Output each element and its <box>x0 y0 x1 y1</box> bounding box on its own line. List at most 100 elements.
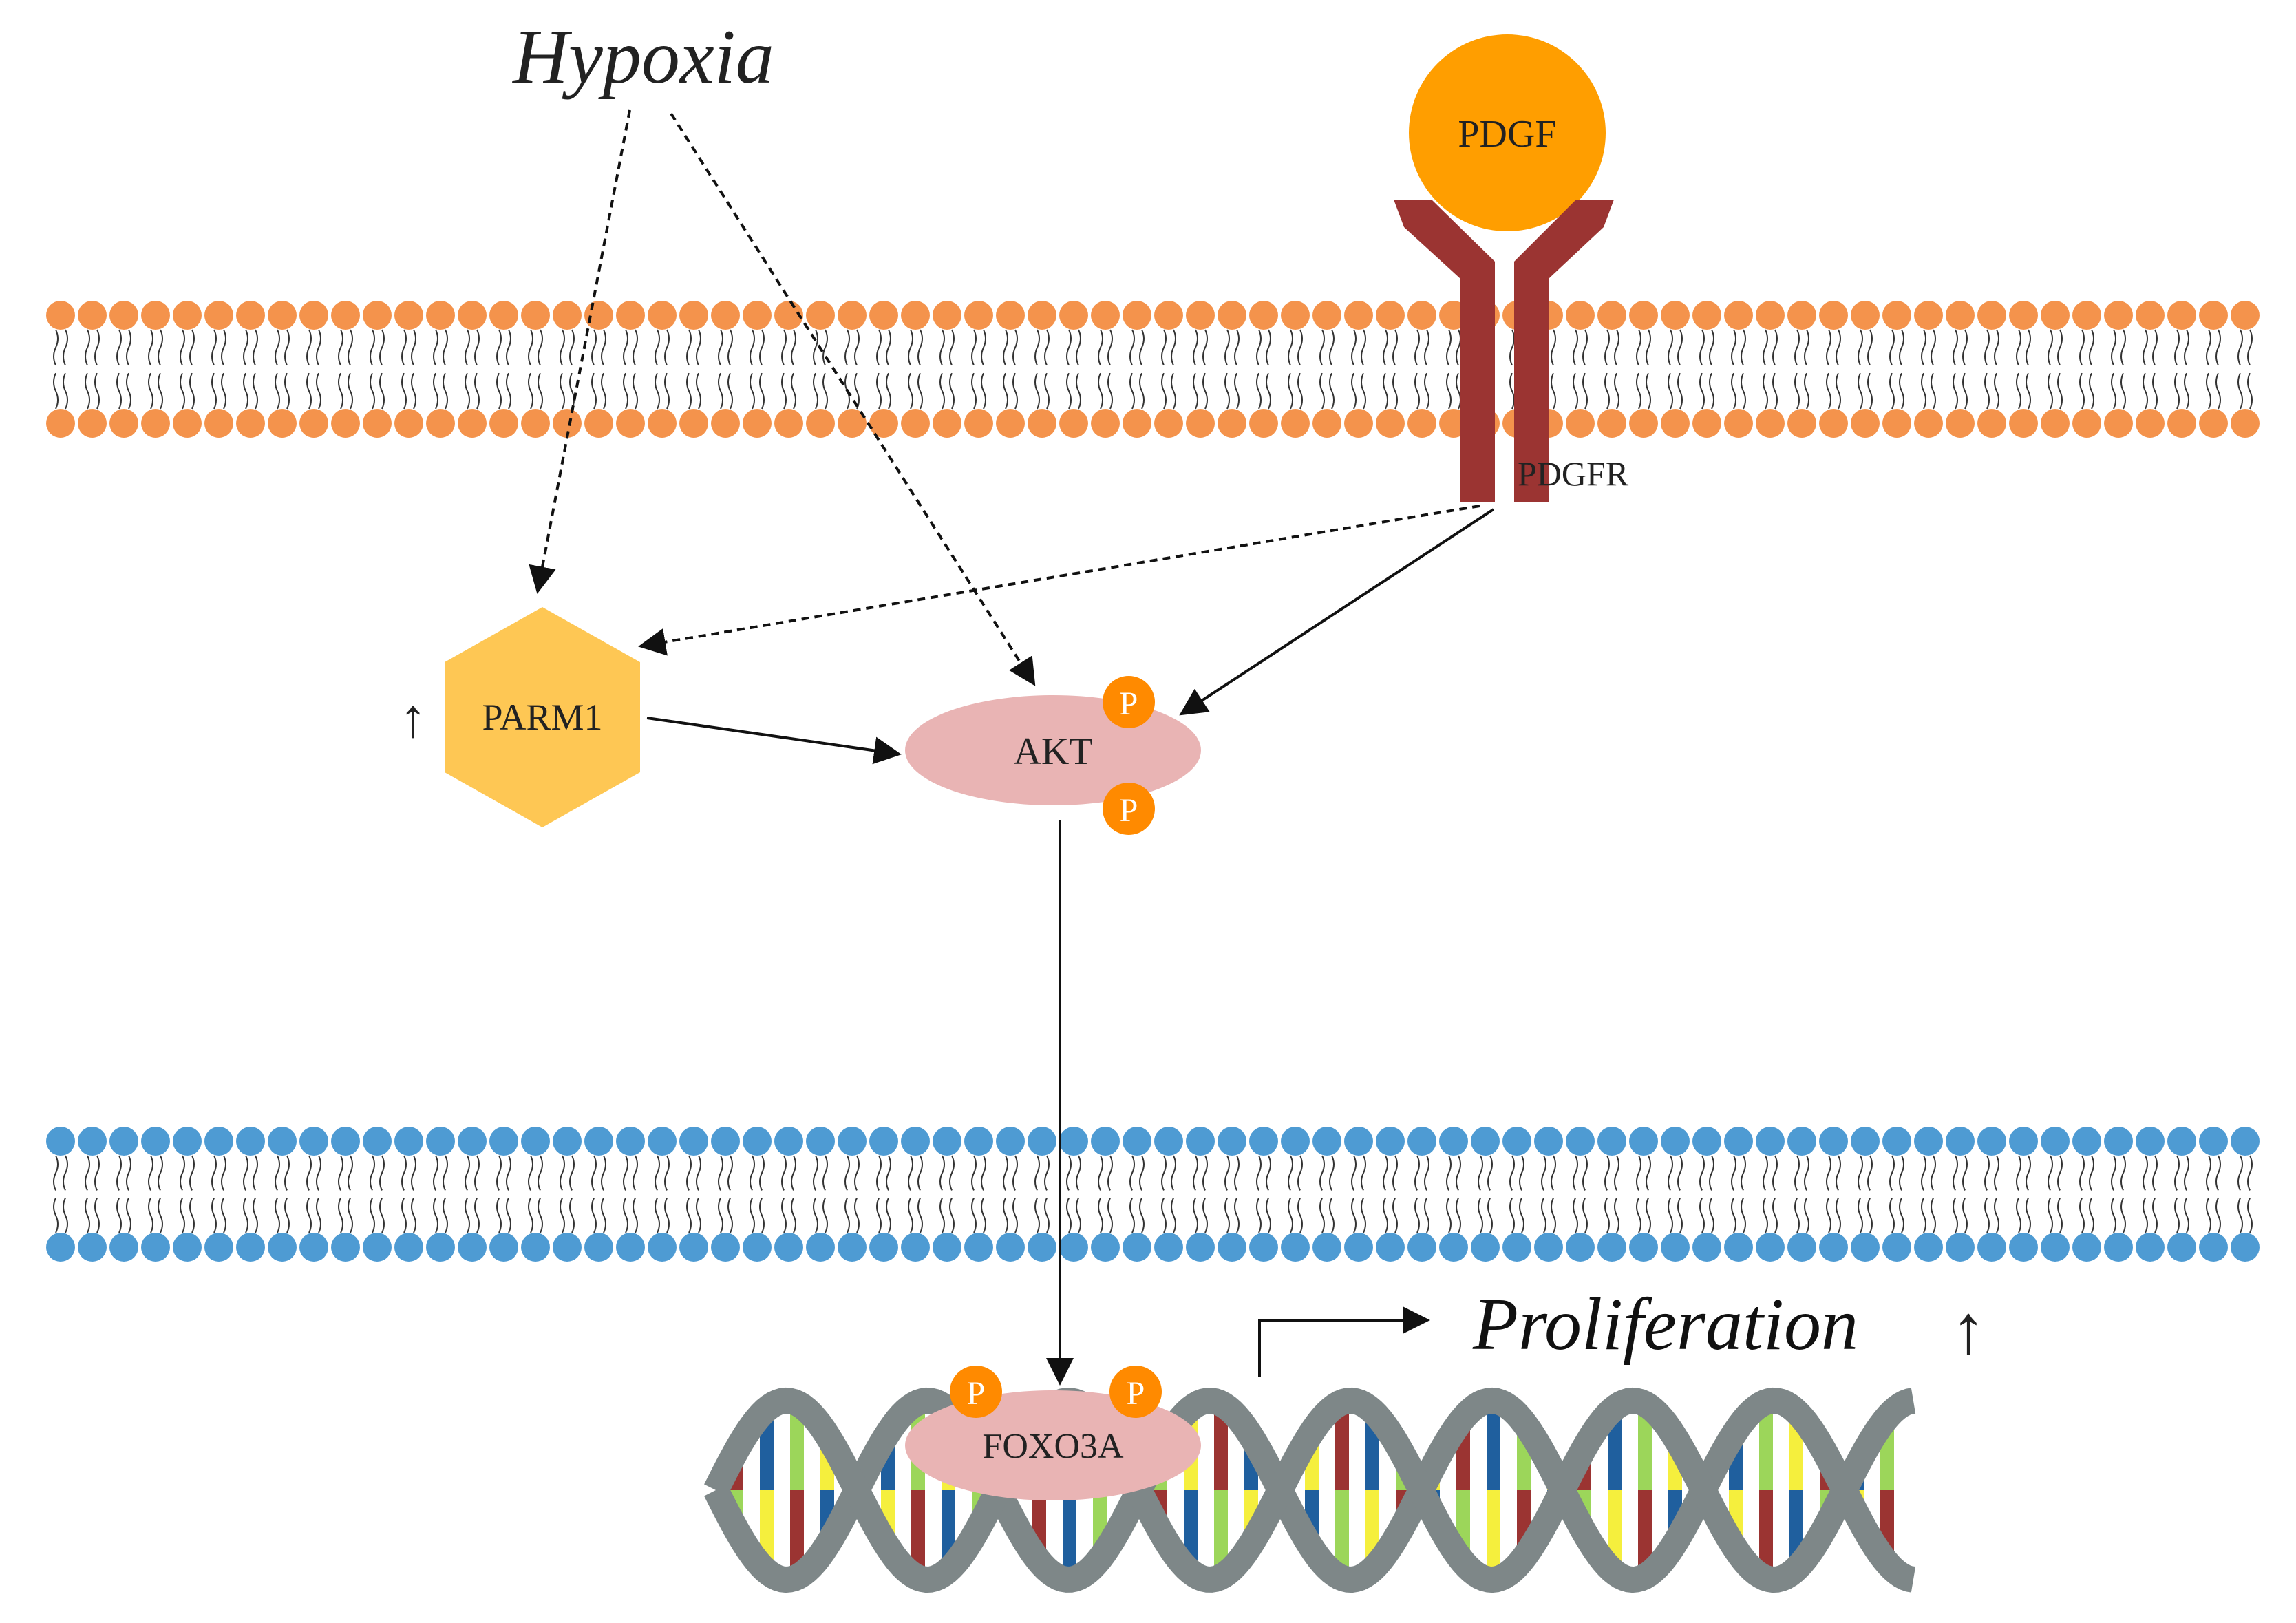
lipid-head <box>1344 409 1373 438</box>
lipid-tail <box>1129 1155 1135 1233</box>
lipid-head <box>1851 301 1880 330</box>
lipid-head <box>363 409 392 438</box>
lipid-head <box>363 301 392 330</box>
lipid-head <box>743 1233 772 1262</box>
lipid-head <box>1629 301 1658 330</box>
lipid-tail <box>348 1155 353 1233</box>
lipid-head <box>1914 409 1943 438</box>
lipid-tail <box>696 1155 701 1233</box>
lipid-head <box>521 1127 550 1156</box>
lipid-head <box>553 409 582 438</box>
lipid-head <box>806 409 835 438</box>
lipid-tail <box>1256 1155 1262 1233</box>
dna-base <box>1759 1490 1773 1578</box>
lipid-tail <box>2215 1155 2221 1233</box>
lipid-head <box>901 409 930 438</box>
lipid-head <box>1882 409 1911 438</box>
parm1-label: PARM1 <box>482 697 602 738</box>
lipid-head <box>141 1127 170 1156</box>
lipid-head <box>838 409 867 438</box>
lipid-tail <box>2174 329 2180 410</box>
lipid-tail <box>2111 1155 2116 1233</box>
lipid-tail <box>85 329 90 410</box>
lipid-tail <box>876 329 882 410</box>
lipid-tail <box>1763 1155 1768 1233</box>
lipid-head <box>553 1233 582 1262</box>
lipid-tail <box>591 329 597 410</box>
lipid-tail <box>1171 329 1176 410</box>
lipid-tail <box>1614 329 1619 410</box>
lipid-tail <box>528 329 533 410</box>
lipid-head <box>1819 1233 1848 1262</box>
dna-base <box>1638 1403 1652 1490</box>
lipid-tail <box>1266 329 1271 410</box>
lipid-head <box>2136 1233 2165 1262</box>
lipid-tail <box>791 329 796 410</box>
lipid-head <box>1756 301 1785 330</box>
lipid-head <box>584 301 613 330</box>
lipid-tail <box>1107 329 1113 410</box>
lipid-tail <box>1677 329 1683 410</box>
dna-base <box>1214 1490 1228 1577</box>
lipid-tail <box>411 1155 416 1233</box>
lipid-tail <box>623 1155 628 1233</box>
lipid-tail <box>908 329 913 410</box>
lipid-head <box>1629 409 1658 438</box>
lipid-head <box>1123 409 1151 438</box>
lipid-tail <box>1921 329 1926 410</box>
lipid-head <box>426 1233 455 1262</box>
hypoxia-to-akt-arrow <box>670 112 1036 686</box>
lipid-head <box>1344 301 1373 330</box>
lipid-head <box>1819 301 1848 330</box>
lipid-head <box>1787 301 1816 330</box>
lipid-head <box>1186 1233 1215 1262</box>
lipid-tail <box>443 1155 448 1233</box>
lipid-head <box>616 301 645 330</box>
lipid-tail <box>655 329 660 410</box>
lipid-tail <box>538 1155 543 1233</box>
lipid-head <box>1249 409 1278 438</box>
lipid-head <box>204 409 233 438</box>
lipid-tail <box>569 1155 575 1233</box>
lipid-tail <box>759 329 765 410</box>
lipid-head <box>1977 409 2006 438</box>
lipid-head <box>1756 1233 1785 1262</box>
lipid-head <box>1661 409 1690 438</box>
lipid-head <box>2199 409 2228 438</box>
lipid-head <box>2009 1127 2038 1156</box>
lipid-tail <box>1763 329 1768 410</box>
lipid-head <box>1787 1127 1816 1156</box>
lipid-head <box>1091 409 1120 438</box>
lipid-tail <box>813 329 818 410</box>
lipid-tail <box>949 329 955 410</box>
lipid-tail <box>2016 1155 2021 1233</box>
lipid-tail <box>1731 329 1736 410</box>
lipid-tail <box>981 1155 986 1233</box>
lipid-tail <box>1668 329 1673 410</box>
lipid-head <box>1376 1127 1405 1156</box>
lipid-head <box>964 409 993 438</box>
lipid-tail <box>253 1155 258 1233</box>
lipid-head <box>2167 409 2196 438</box>
dna-base <box>790 1490 804 1578</box>
lipid-tail <box>1098 329 1103 410</box>
lipid-head <box>584 1127 613 1156</box>
lipid-tail <box>1478 1155 1483 1233</box>
lipid-tail <box>94 1155 100 1233</box>
lipid-head <box>1692 301 1721 330</box>
lipid-tail <box>2247 329 2253 410</box>
lipid-tail <box>1424 329 1429 410</box>
lipid-tail <box>718 1155 723 1233</box>
lipid-tail <box>401 329 407 410</box>
lipid-tail <box>474 1155 480 1233</box>
lipid-tail <box>1456 329 1461 410</box>
lipid-tail <box>1044 329 1050 410</box>
phospho-label: P <box>967 1375 986 1412</box>
lipid-tail <box>981 329 986 410</box>
pdgfr-to-akt-arrow <box>1179 508 1495 716</box>
lipid-tail <box>1509 329 1515 410</box>
lipid-head <box>78 409 107 438</box>
lipid-head <box>1249 1233 1278 1262</box>
lipid-tail <box>1899 329 1904 410</box>
lipid-tail <box>1234 329 1240 410</box>
